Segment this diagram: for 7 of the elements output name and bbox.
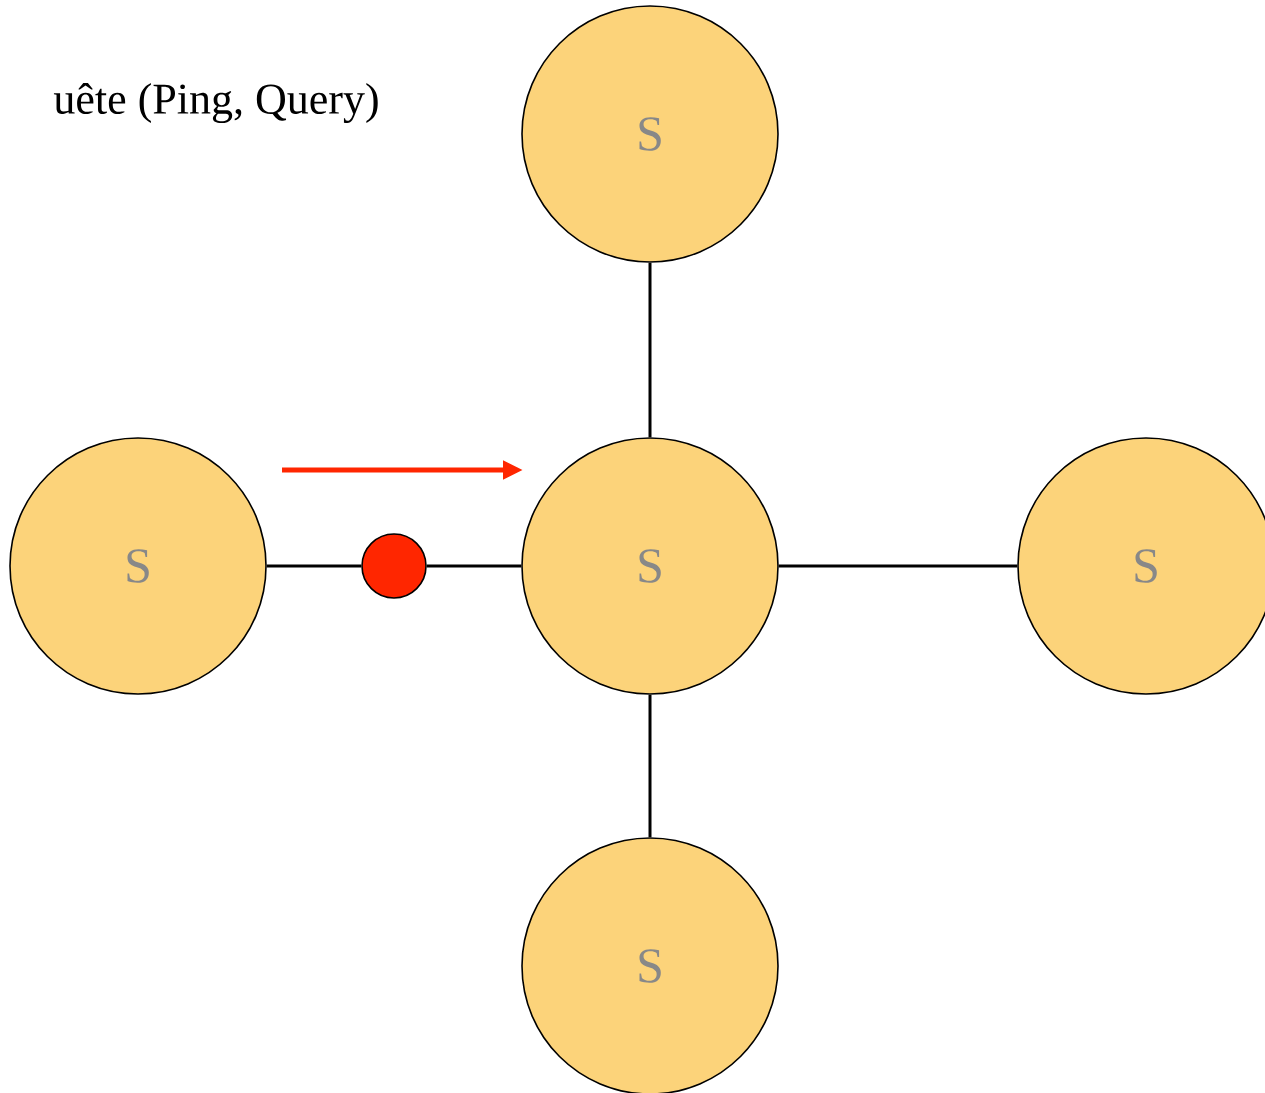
connector-line xyxy=(266,564,362,568)
message-dot xyxy=(361,533,427,599)
message-label: uête (Ping, Query) xyxy=(53,82,378,124)
connector-line xyxy=(648,262,652,438)
connector-line xyxy=(648,694,652,838)
connector-line xyxy=(426,564,522,568)
connector-line xyxy=(778,564,1018,568)
